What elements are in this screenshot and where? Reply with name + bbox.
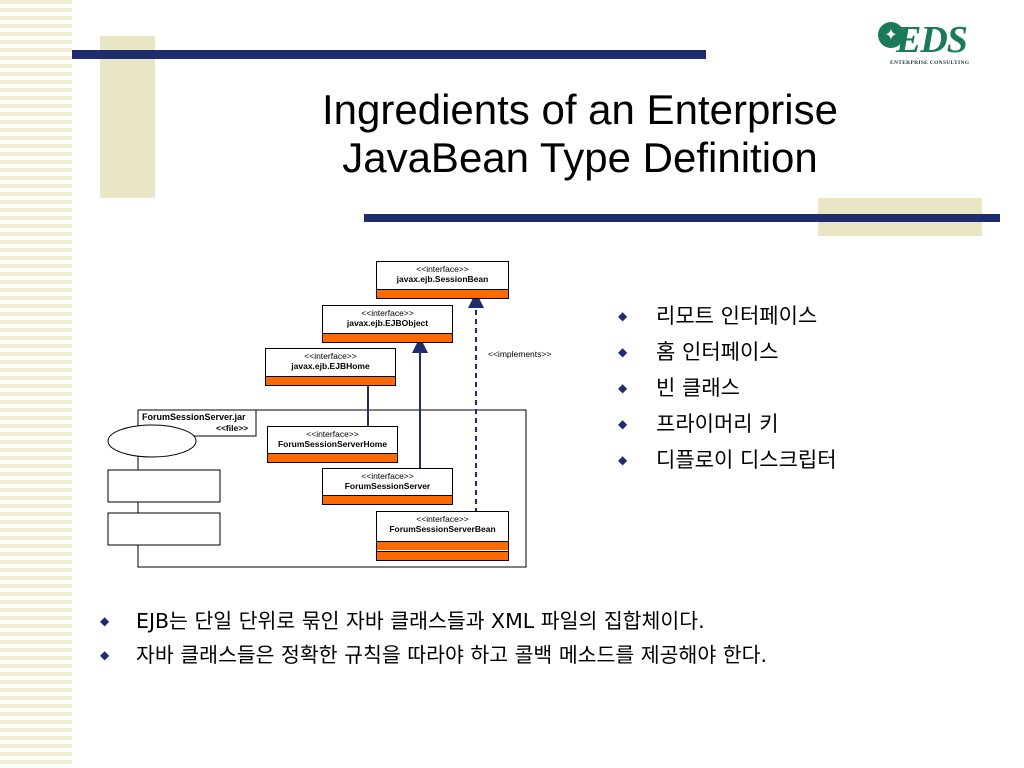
title-line-1: Ingredients of an Enterprise bbox=[322, 86, 838, 133]
list-item: ◆리모트 인터페이스 bbox=[618, 298, 837, 334]
uml-box-ejbhome: <<interface>> javax.ejb.EJBHome bbox=[265, 348, 396, 386]
side-rect-1 bbox=[107, 469, 221, 503]
uml-box-forum-bean: <<interface>> ForumSessionServerBean bbox=[376, 511, 509, 561]
diamond-bullet-icon: ◆ bbox=[618, 309, 628, 323]
logo-tagline: ENTERPRISE CONSULTING bbox=[890, 60, 970, 66]
list-item: ◆디플로이 디스크립터 bbox=[618, 442, 837, 478]
side-rect-2 bbox=[107, 512, 221, 546]
title-line-2: JavaBean Type Definition bbox=[342, 134, 818, 181]
list-item: ◆자바 클래스들은 정확한 규칙을 따라야 하고 콜백 메소드를 제공해야 한다… bbox=[100, 638, 767, 672]
list-item: ◆EJB는 단일 단위로 묶인 자바 클래스들과 XML 파일의 집합체이다. bbox=[100, 604, 767, 638]
ejb-components-list: ◆리모트 인터페이스 ◆홈 인터페이스 ◆빈 클래스 ◆프라이머리 키 ◆디플로… bbox=[618, 298, 837, 478]
summary-list: ◆EJB는 단일 단위로 묶인 자바 클래스들과 XML 파일의 집합체이다. … bbox=[100, 604, 767, 672]
list-item: ◆빈 클래스 bbox=[618, 370, 837, 406]
diamond-bullet-icon: ◆ bbox=[100, 648, 110, 662]
list-item: ◆프라이머리 키 bbox=[618, 406, 837, 442]
list-item: ◆홈 인터페이스 bbox=[618, 334, 837, 370]
logo-mark: EDS bbox=[896, 19, 968, 61]
diamond-bullet-icon: ◆ bbox=[100, 614, 110, 628]
file-stereotype: <<file>> bbox=[216, 423, 249, 433]
eds-logo: ✦ EDS ENTERPRISE CONSULTING bbox=[874, 16, 984, 72]
uml-diagram: ForumSessionServer.jar <<file>> <<implem… bbox=[100, 255, 580, 575]
mid-accent-line bbox=[364, 214, 1000, 222]
uml-box-forum-server: <<interface>> ForumSessionServer bbox=[322, 468, 453, 505]
slide-title: Ingredients of an Enterprise JavaBean Ty… bbox=[200, 86, 960, 182]
top-left-deco-block bbox=[100, 36, 155, 198]
uml-box-forum-home: <<interface>> ForumSessionServerHome bbox=[267, 426, 398, 463]
diamond-bullet-icon: ◆ bbox=[618, 453, 628, 467]
top-accent-line bbox=[72, 50, 706, 59]
left-stripe-decoration bbox=[0, 0, 72, 768]
globe-icon: ✦ bbox=[878, 22, 904, 48]
jar-label: ForumSessionServer.jar bbox=[142, 412, 246, 422]
uml-connectors bbox=[107, 292, 527, 568]
uml-box-ejbobject: <<interface>> javax.ejb.EJBObject bbox=[322, 305, 453, 343]
diamond-bullet-icon: ◆ bbox=[618, 381, 628, 395]
diamond-bullet-icon: ◆ bbox=[618, 345, 628, 359]
deployment-descriptor-ellipse bbox=[107, 424, 197, 458]
diamond-bullet-icon: ◆ bbox=[618, 417, 628, 431]
implements-label: <<implements>> bbox=[488, 349, 552, 359]
uml-box-sessionbean: <<interface>> javax.ejb.SessionBean bbox=[376, 261, 509, 299]
